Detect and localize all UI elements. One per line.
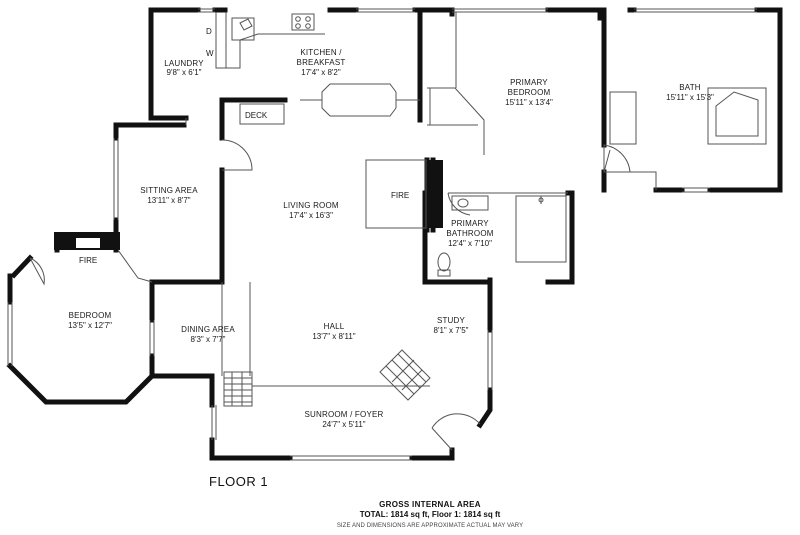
living-room-name: LIVING ROOM xyxy=(283,201,339,210)
primary-bedroom-dims: 15'11" x 13'4" xyxy=(505,98,553,107)
gross-area-block: GROSS INTERNAL AREA TOTAL: 1814 sq ft, F… xyxy=(310,500,550,529)
gross-area-note: SIZE AND DIMENSIONS ARE APPROXIMATE ACTU… xyxy=(336,523,524,529)
diamond-stair xyxy=(379,349,431,401)
hall-dims: 13'7" x 8'11" xyxy=(312,332,355,341)
washer-tag: W xyxy=(206,49,214,58)
study-dims: 8'1" x 7'5" xyxy=(434,326,469,335)
bedroom-fire-tag: FIRE xyxy=(79,256,97,265)
floor-label: FLOOR 1 xyxy=(209,474,269,489)
exterior-walls xyxy=(6,7,783,461)
primary-bedroom-name2: BEDROOM xyxy=(508,88,551,97)
kitchen-name: KITCHEN / xyxy=(300,48,342,57)
living-room-dims: 17'4" x 16'3" xyxy=(289,211,333,220)
study-name: STUDY xyxy=(437,316,466,325)
sunroom-dims: 24'7" x 5'11" xyxy=(322,420,365,429)
stairs xyxy=(223,371,253,407)
sitting-area-name: SITTING AREA xyxy=(140,186,198,195)
sitting-area-dims: 13'11" x 8'7" xyxy=(147,196,190,205)
sunroom-name: SUNROOM / FOYER xyxy=(304,410,383,419)
bath-name: BATH xyxy=(679,83,701,92)
primary-bedroom-name: PRIMARY xyxy=(510,78,548,87)
primary-bathroom-dims: 12'4" x 7'10" xyxy=(448,239,492,248)
dining-area-dims: 8'3" x 7'7" xyxy=(191,335,226,344)
kitchen-dims: 17'4" x 8'2" xyxy=(301,68,341,77)
primary-bathroom-name2: BATHROOM xyxy=(446,229,493,238)
fireplace-hearth xyxy=(425,160,443,228)
gross-area-title: GROSS INTERNAL AREA xyxy=(379,500,481,509)
kitchen-name2: BREAKFAST xyxy=(297,58,346,67)
dining-area-name: DINING AREA xyxy=(181,325,235,334)
primary-bathroom-name: PRIMARY xyxy=(451,219,489,228)
bedroom-dims: 13'5" x 12'7" xyxy=(68,321,112,330)
laundry-name: LAUNDRY xyxy=(164,59,204,68)
hall-name: HALL xyxy=(324,322,345,331)
gross-area-total: TOTAL: 1814 sq ft, Floor 1: 1814 sq ft xyxy=(359,510,501,519)
deck-tag: DECK xyxy=(245,111,268,120)
bath-dims: 15'11" x 15'3" xyxy=(666,93,714,102)
living-fire-tag: FIRE xyxy=(391,191,409,200)
room-labels: LAUNDRY 9'8" x 6'1" D W KITCHEN / BREAKF… xyxy=(68,27,714,429)
dryer-tag: D xyxy=(206,27,212,36)
bedroom-name: BEDROOM xyxy=(69,311,112,320)
laundry-dims: 9'8" x 6'1" xyxy=(167,68,202,77)
interior-lines xyxy=(7,8,767,461)
